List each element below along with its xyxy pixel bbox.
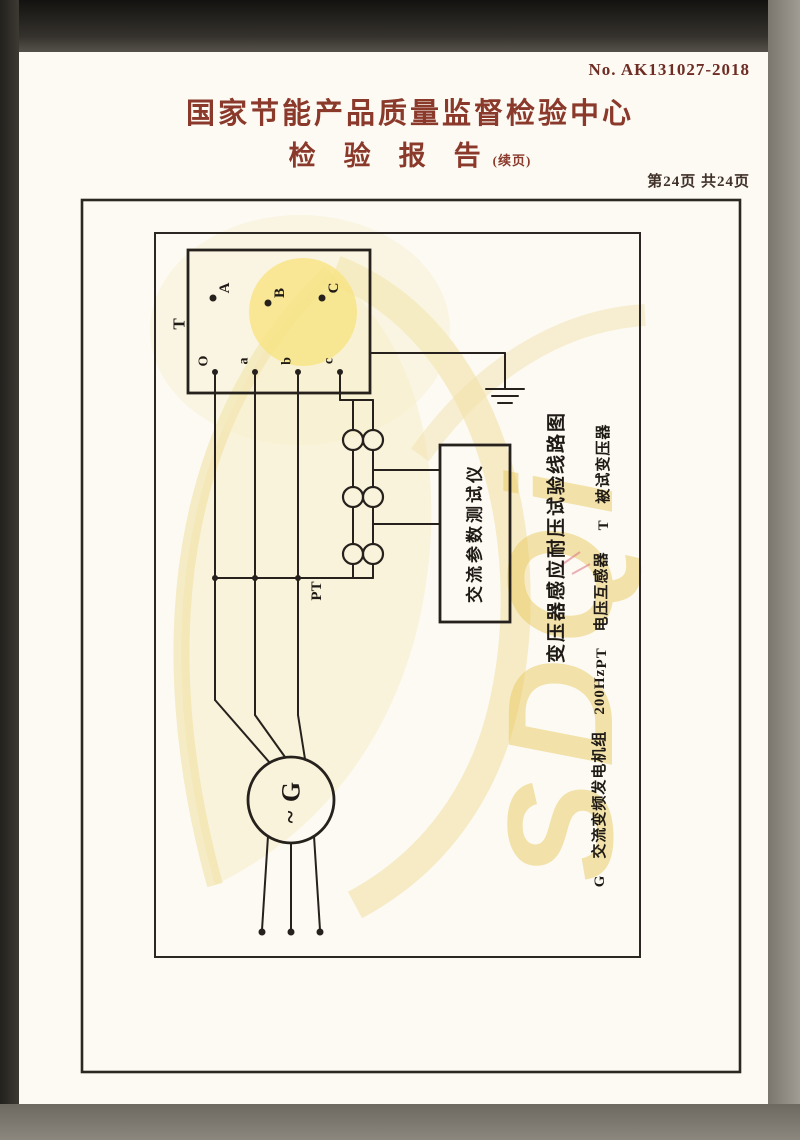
- inner-border-frame: [154, 232, 641, 958]
- report-subtitle-text: 检验报告: [288, 141, 509, 171]
- page-indicator: 第24页 共24页: [647, 174, 750, 190]
- lv-terminal-a: a: [237, 358, 252, 365]
- lv-terminal-c: c: [322, 358, 337, 364]
- lv-terminal-b: b: [280, 357, 295, 365]
- tester-box-label: 交流参数测试仪: [465, 463, 485, 603]
- report-subtitle: 检验报告(续页): [80, 134, 740, 173]
- center-title: 国家节能产品质量监督检验中心: [185, 98, 634, 130]
- diagram-caption: 变压器感应耐压试验线路图: [545, 411, 568, 663]
- transformer-box-label: T: [170, 318, 189, 330]
- report-number: No. AK131027-2018: [588, 60, 750, 79]
- pt-voltage-transformer-coils: [341, 428, 385, 566]
- legend-generator: G 交流变频发电机组 200Hz: [590, 669, 608, 888]
- legend-pt: PT 电压互感器: [592, 552, 610, 669]
- outer-border-frame: [80, 198, 742, 1074]
- scan-edge-right: [768, 0, 800, 1140]
- watermark-text: SDQi: [476, 459, 644, 882]
- lv-terminal-o: O: [197, 355, 212, 366]
- generator-wave-symbol: ~: [278, 810, 304, 823]
- diagram-wiring: [212, 352, 525, 936]
- generator-letter: G: [277, 782, 306, 802]
- hv-terminal-b: B: [272, 288, 288, 298]
- scan-edge-top: [0, 0, 800, 52]
- transformer-box: [186, 248, 372, 395]
- legend-transformer: T 被试变压器: [594, 424, 612, 531]
- watermark-bright-spot: [249, 258, 357, 366]
- tester-box: [438, 443, 512, 624]
- continued-page-note: (续页): [492, 153, 532, 168]
- pt-label: PT: [309, 581, 325, 600]
- scan-edge-left: [0, 0, 19, 1140]
- watermark-logo: SDQi: [150, 215, 646, 919]
- hv-terminal-a: A: [217, 282, 233, 293]
- paper-sheet: [18, 50, 770, 1106]
- ground-symbol: [369, 352, 525, 404]
- generator-circle: [246, 755, 336, 845]
- red-pen-mark: [559, 551, 591, 575]
- scan-edge-bottom: [0, 1104, 800, 1140]
- hv-terminal-c: C: [326, 283, 342, 294]
